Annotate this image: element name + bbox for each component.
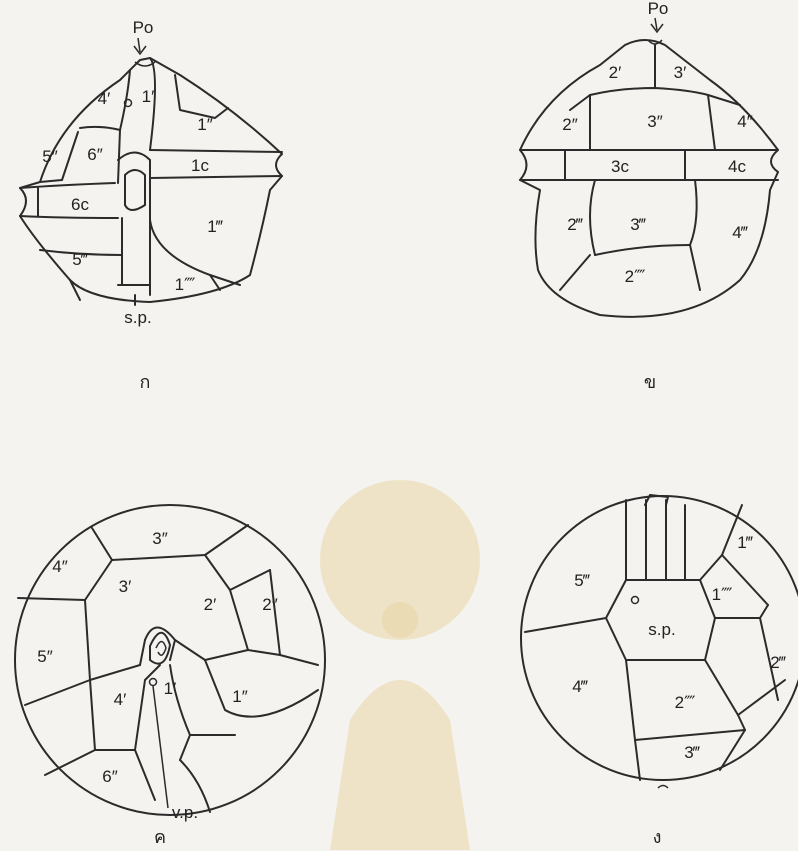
label-1-double-prime: 1″ [197,115,212,134]
label-1-triple-prime: 1‴ [207,217,222,236]
caption-b: ข [644,372,656,393]
label-1c: 1c [191,156,209,175]
label-1-quad-prime-d: 1⁗ [712,585,733,604]
label-1-prime: 1′ [142,87,155,106]
label-4-triple-prime-d: 4‴ [572,677,587,696]
caption-c: ค [154,827,166,848]
label-1-prime-c: 1′ [164,679,177,698]
label-3-triple-prime-d: 3‴ [684,743,699,762]
label-2-quad-prime-d: 2⁗ [675,693,696,712]
label-4-double-prime-c: 4″ [52,557,67,576]
label-6c: 6c [71,195,89,214]
label-1-quad-prime: 1⁗ [175,275,196,294]
label-5-triple-prime-d: 5‴ [574,571,589,590]
label-5-triple-prime: 5‴ [72,250,87,269]
label-3-prime: 3′ [674,63,687,82]
watermark-emblem [320,480,480,850]
label-1-triple-prime-d: 1‴ [737,533,752,552]
panel-a-ventral-view: Po 4′ 1′ 1″ 5″ 6″ 1c 6c 1‴ 5‴ 1⁗ s.p. ก [20,18,282,393]
label-3-double-prime: 3″ [647,112,662,131]
label-6-double-prime: 6″ [87,145,102,164]
label-sp-d: s.p. [648,620,675,639]
label-2-triple-prime: 2‴ [567,215,582,234]
caption-d: ง [653,827,662,848]
label-2-double-prime: 2″ [562,115,577,134]
label-4-prime-c: 4′ [114,690,127,709]
label-5-double-prime: 5″ [42,147,57,166]
label-2-quad-prime: 2⁗ [625,267,646,286]
label-po-b: Po [648,0,669,18]
label-4-prime: 4′ [98,89,111,108]
panel-b-outline [520,40,778,317]
label-2-prime-c: 2′ [204,595,217,614]
label-4-double-prime: 4″ [737,112,752,131]
label-sp: s.p. [124,308,151,327]
label-6-double-prime-c: 6″ [102,767,117,786]
panel-c-apical-view: 3″ 4″ 3′ 2′ 2″ 5″ 4′ 1′ 1″ 6″ v.p. ค [15,505,325,848]
label-2-double-prime-c: 2″ [262,595,277,614]
label-3-triple-prime: 3‴ [630,215,645,234]
label-4-triple-prime: 4‴ [732,223,747,242]
label-5-double-prime-c: 5″ [37,647,52,666]
label-3-double-prime-c: 3″ [152,529,167,548]
label-vp: v.p. [172,803,198,822]
label-4c: 4c [728,157,746,176]
label-2-prime: 2′ [609,63,622,82]
label-3-prime-c: 3′ [119,577,132,596]
label-1-double-prime-c: 1″ [232,687,247,706]
label-2-triple-prime-d: 2‴ [770,653,785,672]
label-3c: 3c [611,157,629,176]
label-po: Po [133,18,154,37]
panel-d-antapical-view: 5‴ 1‴ 1⁗ s.p. 2‴ 4‴ 2⁗ 3‴ ง [521,495,798,848]
panel-b-dorsal-view: Po 2′ 3′ 2″ 3″ 4″ 3c 4c 2‴ 3‴ 4‴ 2⁗ ข [520,0,778,393]
caption-a: ก [140,372,151,393]
